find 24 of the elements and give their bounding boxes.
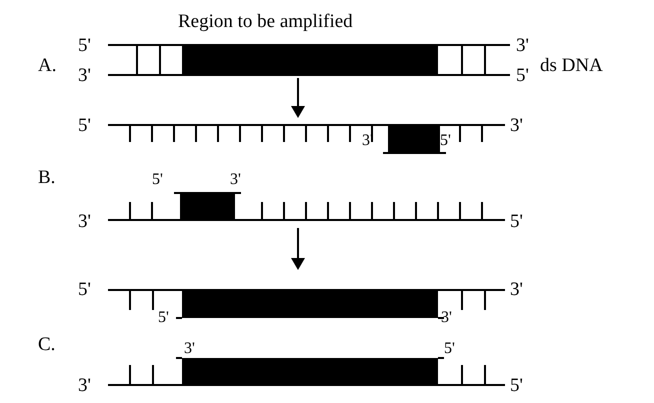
strand-end-label: 5'	[78, 116, 91, 136]
strand-end-label: 5'	[444, 339, 455, 359]
strand-end-label: 5'	[440, 131, 451, 151]
strand-end-label: 5'	[78, 36, 91, 56]
step-label: B.	[38, 168, 56, 188]
strand-end-label: 5'	[152, 170, 163, 190]
step-label: C.	[38, 335, 56, 355]
strand-end-label: 3'	[441, 308, 452, 328]
step-label: A.	[38, 56, 56, 76]
strand-end-label: 3'	[78, 376, 91, 396]
strand-end-label: 3'	[78, 66, 91, 86]
strand-end-label: 3'	[510, 116, 523, 136]
strand-end-label: 5'	[78, 280, 91, 300]
strand-end-label: 3'	[230, 170, 241, 190]
strand-end-label: 5'	[158, 308, 169, 328]
strand-end-label: 3'	[510, 280, 523, 300]
annotation: ds DNA	[540, 56, 603, 76]
strand-end-label: 5'	[516, 66, 529, 86]
strand-end-label: 5'	[510, 376, 523, 396]
strand-end-label: 3'	[516, 36, 529, 56]
strand-end-label: 5'	[510, 212, 523, 232]
strand-end-label: 3'	[184, 339, 195, 359]
heading: Region to be amplified	[178, 12, 353, 32]
strand-end-label: 3'	[78, 212, 91, 232]
